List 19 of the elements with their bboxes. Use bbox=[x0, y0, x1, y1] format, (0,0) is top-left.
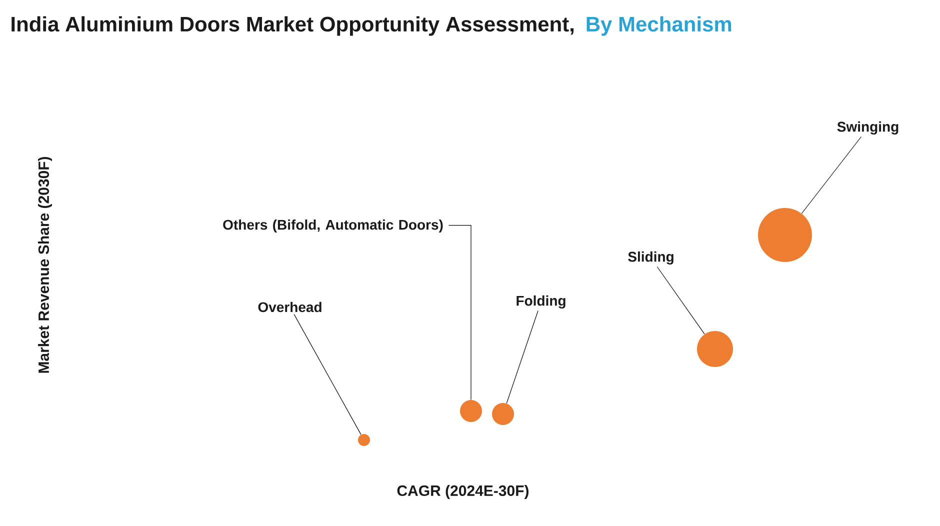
point-label: Swinging bbox=[837, 121, 898, 135]
bubble bbox=[358, 434, 370, 446]
leader-line bbox=[801, 136, 862, 214]
point-label: Sliding bbox=[628, 251, 674, 265]
chart-title: India Aluminium Doors Market Opportunity Assessment, bbox=[12, 16, 574, 36]
leader-line bbox=[294, 314, 362, 435]
bubble bbox=[460, 400, 482, 422]
leader-line bbox=[448, 224, 472, 400]
bubble bbox=[697, 331, 733, 367]
leader-line bbox=[506, 310, 538, 404]
axis-title: CAGR (2024E-30F) bbox=[397, 485, 528, 499]
bubble bbox=[492, 403, 514, 425]
axis-title: Market Revenue Share (2030F) bbox=[38, 156, 52, 373]
subtitle: By Mechanism bbox=[586, 16, 732, 36]
point-label: Folding bbox=[516, 295, 566, 309]
bubble bbox=[758, 208, 812, 262]
leader-line bbox=[656, 266, 705, 334]
point-label: Overhead bbox=[258, 302, 322, 312]
point-label: Others (Bifold, Automatic Doors) bbox=[223, 219, 443, 233]
